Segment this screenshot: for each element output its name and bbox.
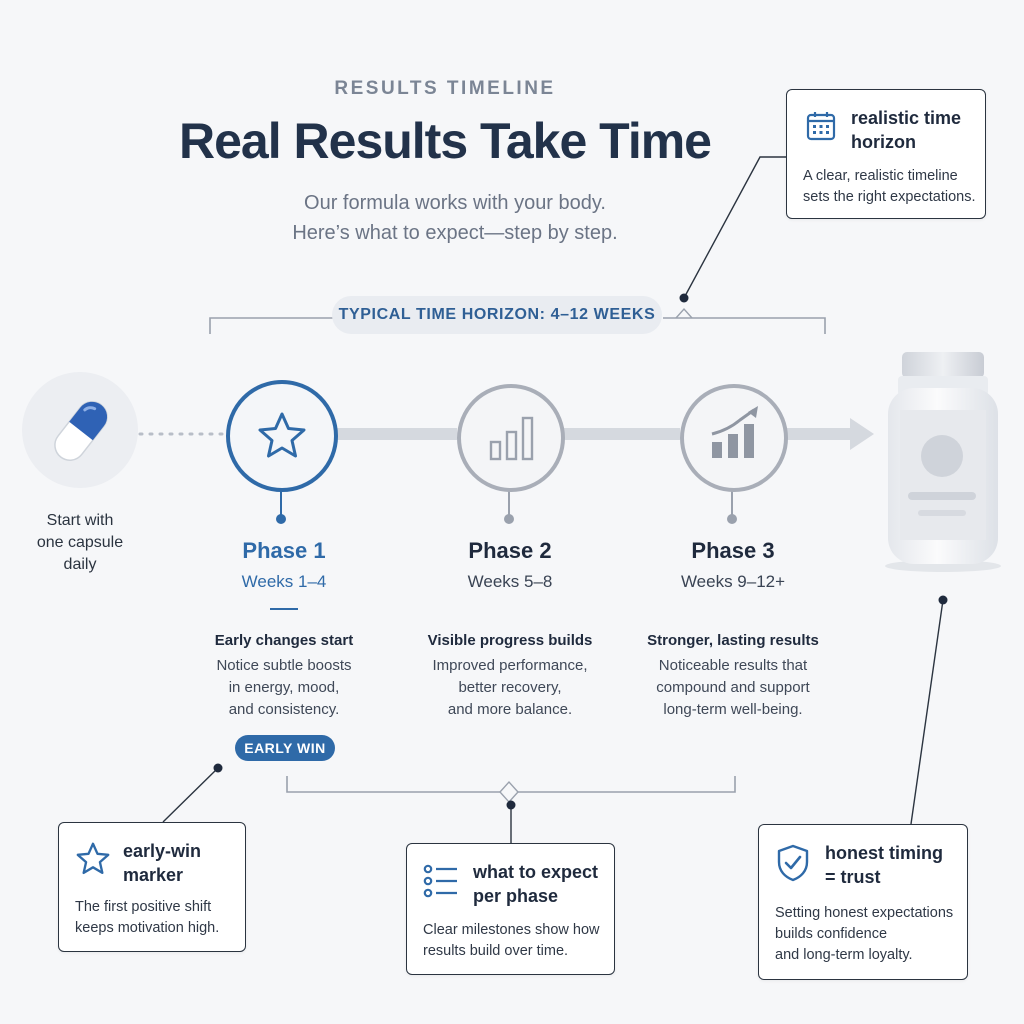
phases-bracket (286, 776, 736, 793)
phase-2-weeks: Weeks 5–8 (467, 572, 553, 591)
phase-3-column: Phase 3 Weeks 9–12+ Stronger, lasting re… (613, 538, 853, 721)
phase-2-circle (457, 384, 565, 492)
timeline-track (335, 428, 457, 440)
eyebrow-label: RESULTS TIMELINE (334, 78, 556, 99)
phase-1-column: Phase 1 Weeks 1–4 Early changes start No… (164, 538, 404, 721)
callout-honest-timing: honest timing= trust Setting honest expe… (758, 824, 968, 980)
callout-title: honest timing= trust (825, 843, 943, 887)
capsule-icon (54, 401, 108, 461)
early-win-badge: EARLY WIN (235, 735, 335, 761)
phase-2-description: Improved performance,better recovery,and… (432, 657, 588, 718)
star-icon (258, 412, 306, 458)
phase-2-headline: Visible progress builds (427, 632, 593, 649)
star-icon (76, 842, 110, 875)
timeline-arrow-head (850, 418, 874, 450)
early-win-leader-line (162, 767, 219, 823)
phase-3-title: Phase 3 (691, 538, 775, 563)
checklist-icon (423, 864, 457, 898)
start-capsule-circle (22, 372, 138, 488)
phase-3-headline: Stronger, lasting results (647, 632, 819, 649)
phase-1-headline: Early changes start (214, 632, 354, 649)
growth-chart-icon (711, 406, 758, 458)
phase-2-title: Phase 2 (468, 538, 552, 563)
time-horizon-pill: TYPICAL TIME HORIZON: 4–12 WEEKS (332, 296, 662, 334)
subtitle-line-1: Our formula works with your body. (304, 192, 606, 214)
phase-1-title: Phase 1 (242, 538, 326, 563)
horizon-bracket (209, 317, 826, 334)
phase-1-weeks: Weeks 1–4 (241, 572, 327, 591)
phase-3-weeks: Weeks 9–12+ (680, 572, 786, 591)
page-title: Real Results Take Time (179, 113, 712, 169)
horizon-leader-dot (679, 293, 689, 303)
calendar-icon (806, 112, 836, 141)
phase-2-column: Phase 2 Weeks 5–8 Visible progress build… (390, 538, 630, 721)
supplement-bottle (885, 352, 1001, 572)
trust-leader-line (910, 599, 944, 825)
subtitle-line-2: Here’s what to expect—step by step. (292, 222, 618, 244)
phase-3-circle (680, 384, 788, 492)
timeline-arrow-shaft (785, 428, 850, 440)
shield-check-icon (777, 844, 809, 882)
phase-1-circle (226, 380, 338, 492)
bar-chart-icon (489, 416, 534, 461)
horizon-leader-line (683, 156, 788, 299)
